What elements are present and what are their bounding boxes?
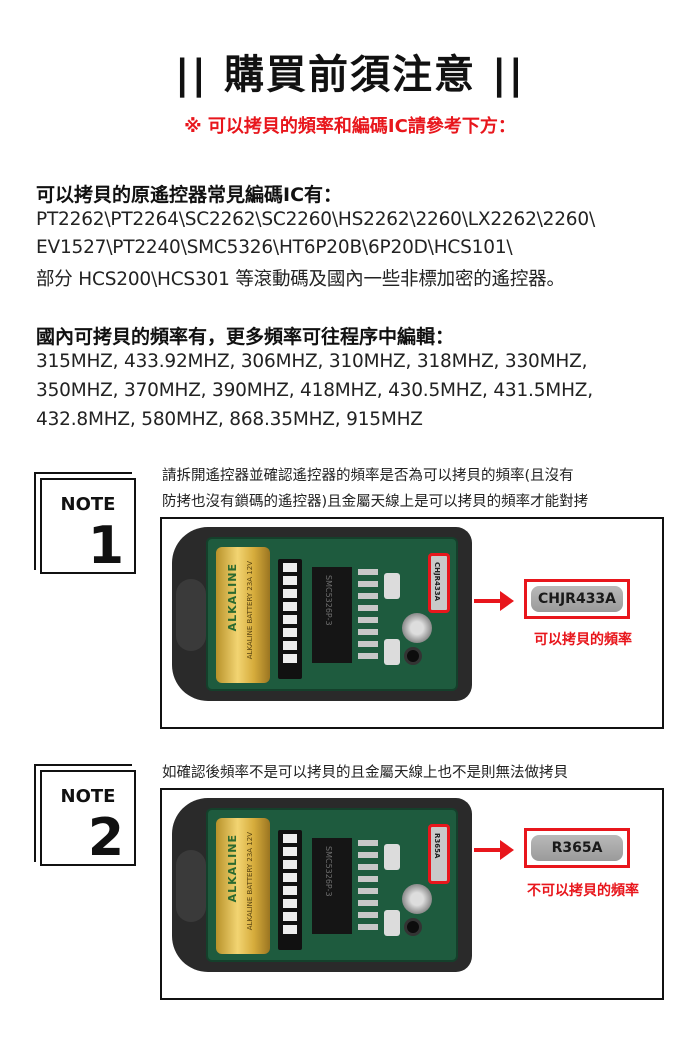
codes-line: 部分 HCS200\HCS301 等滾動碼及國內一些非標加密的遙控器。 — [36, 269, 565, 290]
antenna-coil — [402, 884, 432, 914]
battery-brand: ALKALINE — [226, 834, 239, 903]
battery-subtext: ALKALINE BATTERY 23A 12V — [246, 832, 254, 931]
note-number: 2 — [87, 808, 124, 868]
note-number: 1 — [87, 516, 124, 576]
page-title: || 購買前須注意 || — [174, 52, 526, 98]
arrow-right-icon — [474, 840, 514, 860]
note-photo: ALKALINE ALKALINE BATTERY 23A 12V SMC532… — [160, 517, 664, 729]
crystal-marking: R365A — [433, 833, 441, 859]
capacitor — [384, 639, 400, 665]
note-text-line: 防拷也沒有鎖碼的遙控器)且金屬天線上是可以拷貝的頻率才能對拷 — [162, 494, 589, 510]
page-subtitle: ※ 可以拷貝的頻率和編碼IC請參考下方： — [184, 116, 516, 137]
note-text-line: 請拆開遙控器並確認遙控器的頻率是否為可以拷貝的頻率(且沒有 — [162, 468, 574, 484]
circuit-board: ALKALINE ALKALINE BATTERY 23A 12V SMC532… — [206, 537, 458, 691]
mount-hole — [404, 647, 422, 665]
remote-knob — [176, 579, 206, 651]
crystal-oscillator: CHJR433A — [428, 553, 450, 613]
note-text: 如確認後頻率不是可以拷貝的且金屬天線上也不是則無法做拷貝 — [162, 760, 568, 786]
chip-label: R365A — [531, 835, 623, 861]
note-label: NOTE — [60, 494, 116, 515]
arrow-right-icon — [474, 591, 514, 611]
note-badge: NOTE 2 — [34, 764, 136, 868]
frequencies-line: 350MHZ, 370MHZ, 390MHZ, 418MHZ, 430.5MHZ… — [36, 380, 593, 401]
crystal-marking: CHJR433A — [433, 562, 441, 602]
capacitor — [384, 573, 400, 599]
solder-pads — [358, 840, 378, 930]
note-text: 請拆開遙控器並確認遙控器的頻率是否為可以拷貝的頻率(且沒有 防拷也沒有鎖碼的遙控… — [162, 463, 588, 515]
dip-switch — [278, 559, 302, 679]
battery: ALKALINE ALKALINE BATTERY 23A 12V — [216, 818, 270, 954]
frequencies-line: 432.8MHZ, 580MHZ, 868.35MHZ, 915MHZ — [36, 409, 423, 430]
mount-hole — [404, 918, 422, 936]
ic-marking: SMC5326P-3 — [324, 846, 333, 897]
solder-pads — [358, 569, 378, 659]
chip-label: CHJR433A — [531, 586, 623, 612]
note-photo: ALKALINE ALKALINE BATTERY 23A 12V SMC532… — [160, 788, 664, 1000]
dip-switch — [278, 830, 302, 950]
capacitor — [384, 844, 400, 870]
crystal-oscillator: R365A — [428, 824, 450, 884]
ic-marking: SMC5326P-3 — [324, 575, 333, 626]
note-badge: NOTE 1 — [34, 472, 136, 576]
chip-caption: 可以拷貝的頻率 — [534, 632, 632, 648]
remote-knob — [176, 850, 206, 922]
remote-control-image: ALKALINE ALKALINE BATTERY 23A 12V SMC532… — [172, 527, 472, 701]
chip-caption: 不可以拷貝的頻率 — [527, 883, 639, 899]
capacitor — [384, 910, 400, 936]
frequencies-line: 315MHZ, 433.92MHZ, 306MHZ, 310MHZ, 318MH… — [36, 351, 588, 372]
crystal-zoom: CHJR433A — [524, 579, 630, 619]
codes-line: PT2262\PT2264\SC2262\SC2260\HS2262\2260\… — [36, 209, 595, 230]
antenna-coil — [402, 613, 432, 643]
battery-subtext: ALKALINE BATTERY 23A 12V — [246, 561, 254, 660]
encoder-ic: SMC5326P-3 — [312, 838, 352, 934]
frequencies-heading: 國內可拷貝的頻率有，更多頻率可往程序中編輯： — [36, 326, 455, 348]
codes-heading: 可以拷貝的原遙控器常見編碼IC有： — [36, 184, 343, 206]
codes-line: EV1527\PT2240\SMC5326\HT6P20B\6P20D\HCS1… — [36, 237, 513, 258]
encoder-ic: SMC5326P-3 — [312, 567, 352, 663]
crystal-zoom: R365A — [524, 828, 630, 868]
circuit-board: ALKALINE ALKALINE BATTERY 23A 12V SMC532… — [206, 808, 458, 962]
note-label: NOTE — [60, 786, 116, 807]
remote-control-image: ALKALINE ALKALINE BATTERY 23A 12V SMC532… — [172, 798, 472, 972]
battery-brand: ALKALINE — [226, 563, 239, 632]
note-text-line: 如確認後頻率不是可以拷貝的且金屬天線上也不是則無法做拷貝 — [162, 765, 568, 781]
battery: ALKALINE ALKALINE BATTERY 23A 12V — [216, 547, 270, 683]
